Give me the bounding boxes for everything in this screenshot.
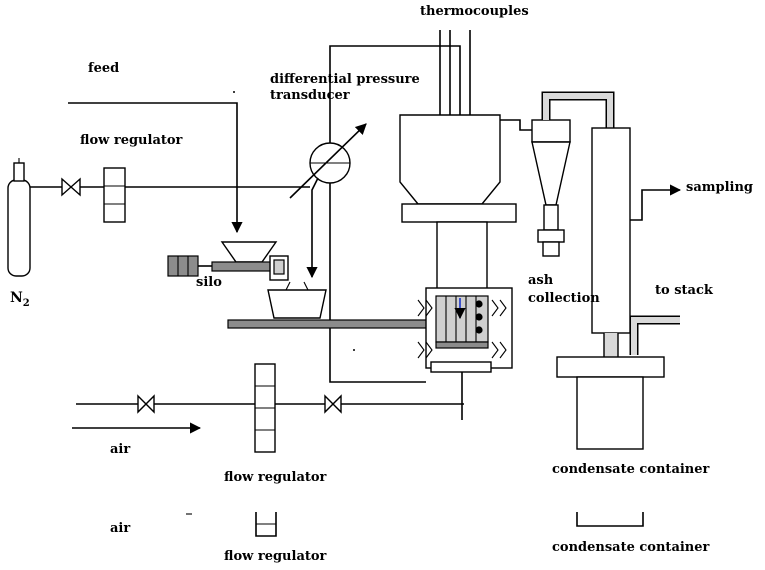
injection-tube — [227, 319, 429, 329]
nitrogen-cylinder — [7, 158, 31, 277]
ash-label: ash — [528, 273, 554, 288]
flow-regulator-mid — [254, 363, 276, 453]
flow-regulator-mid-label: flow regulator — [224, 470, 327, 485]
stack-pipe — [629, 315, 680, 355]
flow-regulator-top — [103, 167, 126, 223]
screw-feeder — [167, 255, 289, 281]
silo — [267, 281, 327, 319]
sampling-label: sampling — [686, 180, 754, 195]
transducer-label: transducer — [270, 88, 350, 103]
air-valve-1 — [137, 394, 155, 414]
flow-regulator-bottom-label: flow regulator — [224, 549, 327, 564]
silo-label: silo — [196, 275, 222, 290]
transfer-pipe — [541, 91, 615, 128]
cyclone — [500, 119, 571, 257]
thermocouples-label: thermocouples — [420, 4, 529, 19]
flow-regulator-top-label: flow regulator — [80, 133, 183, 148]
condensate-container-label-1: condensate container — [552, 462, 710, 477]
transducer-line-silo — [306, 177, 319, 279]
feed-hopper — [220, 241, 278, 263]
air-label-2: air — [110, 521, 131, 536]
condensate-container-2 — [576, 512, 644, 527]
condenser — [591, 127, 682, 359]
air-valve-2 — [324, 394, 342, 414]
collection-label: collection — [528, 291, 600, 306]
feed-label: feed — [88, 61, 120, 76]
air-label-1: air — [110, 442, 131, 457]
differential-pressure-label: differential pressure — [270, 72, 420, 87]
transducer-line-bottom — [329, 183, 426, 383]
reactor-freeboard — [399, 114, 517, 223]
feed-line — [68, 102, 243, 234]
differential-pressure-transducer — [289, 123, 367, 199]
to-stack-label: to stack — [655, 283, 713, 298]
condensate-container-1 — [556, 356, 665, 450]
nitrogen-label: N2 — [10, 290, 30, 309]
nitrogen-valve — [61, 177, 81, 197]
condensate-container-label-2: condensate container — [552, 540, 710, 555]
reactor-column — [417, 221, 513, 373]
